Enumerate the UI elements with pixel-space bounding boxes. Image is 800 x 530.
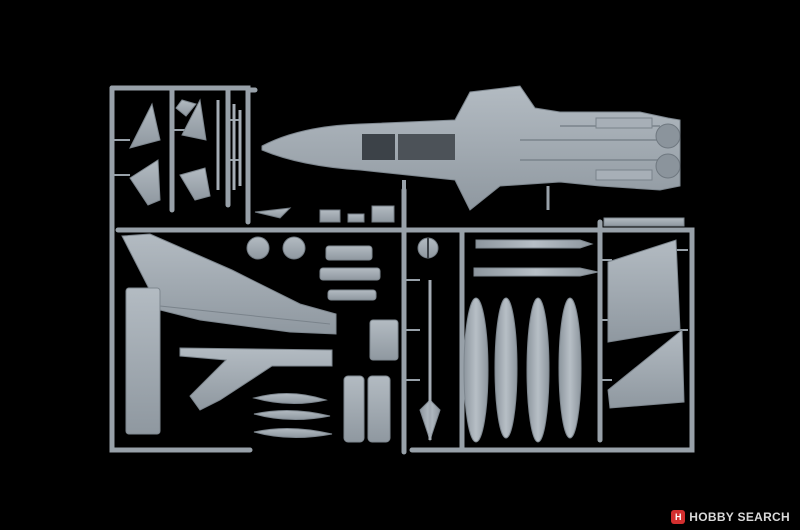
fuselage-part [261, 85, 681, 211]
hobby-search-logo-icon: H [671, 510, 686, 524]
wing-part [121, 233, 337, 335]
tailplane-part [179, 347, 333, 411]
wheels [246, 236, 439, 260]
small-rods [216, 100, 242, 190]
right-panels [603, 217, 685, 409]
watermark-text: HOBBY SEARCH [689, 510, 790, 524]
missile-parts [419, 239, 599, 442]
small-details [254, 205, 395, 223]
fuel-tanks [463, 297, 582, 443]
hobby-search-watermark: H HOBBY SEARCH [671, 510, 790, 524]
small-fins [129, 98, 211, 206]
mid-parts [252, 245, 399, 443]
tail-fin-part [125, 287, 161, 435]
sprue-frame [109, 85, 695, 455]
